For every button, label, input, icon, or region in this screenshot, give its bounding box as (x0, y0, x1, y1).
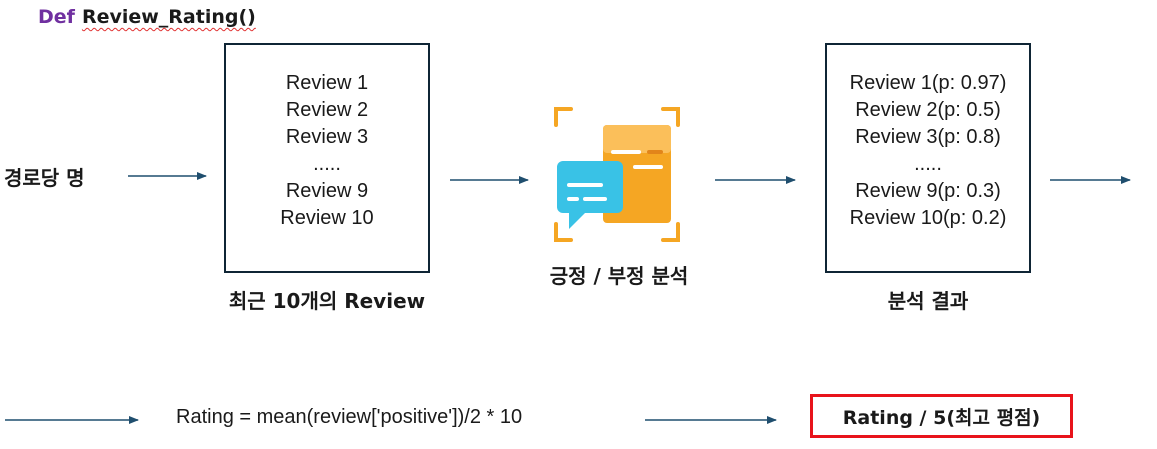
result-line: Review 2(p: 0.5) (855, 99, 1001, 121)
reviews-caption: 최근 10개의 Review (228, 289, 426, 313)
result-line: Review 10(p: 0.2) (849, 207, 1007, 229)
rating-formula: Rating = mean(review['positive'])/2 * 10 (176, 406, 523, 428)
input-label: 경로당 명 (4, 166, 85, 190)
result-line: Review 1(p: 0.97) (849, 72, 1007, 94)
function-name: Review_Rating() (81, 6, 256, 28)
reviews-list: Review 1 Review 2 Review 3 ..... Review … (226, 70, 428, 232)
results-box: Review 1(p: 0.97) Review 2(p: 0.5) Revie… (825, 43, 1031, 273)
rating-output-label: Rating / 5(최고 평점) (842, 406, 1041, 429)
function-title: Def Review_Rating() (38, 6, 256, 28)
results-caption: 분석 결과 (887, 289, 969, 313)
reviews-box: Review 1 Review 2 Review 3 ..... Review … (224, 43, 430, 273)
review-ellipsis: ..... (313, 153, 341, 175)
review-line: Review 3 (285, 126, 369, 148)
def-keyword: Def (38, 6, 75, 28)
result-line: Review 3(p: 0.8) (855, 126, 1001, 148)
review-line: Review 9 (285, 180, 369, 202)
sentiment-analysis-icon (554, 107, 680, 242)
results-list: Review 1(p: 0.97) Review 2(p: 0.5) Revie… (827, 70, 1029, 232)
sentiment-caption: 긍정 / 부정 분석 (549, 264, 689, 288)
result-ellipsis: ..... (914, 153, 942, 175)
review-line: Review 1 (285, 72, 369, 94)
review-line: Review 2 (285, 99, 369, 121)
rating-output-box: Rating / 5(최고 평점) (810, 394, 1073, 438)
review-line: Review 10 (280, 207, 374, 229)
result-line: Review 9(p: 0.3) (855, 180, 1001, 202)
